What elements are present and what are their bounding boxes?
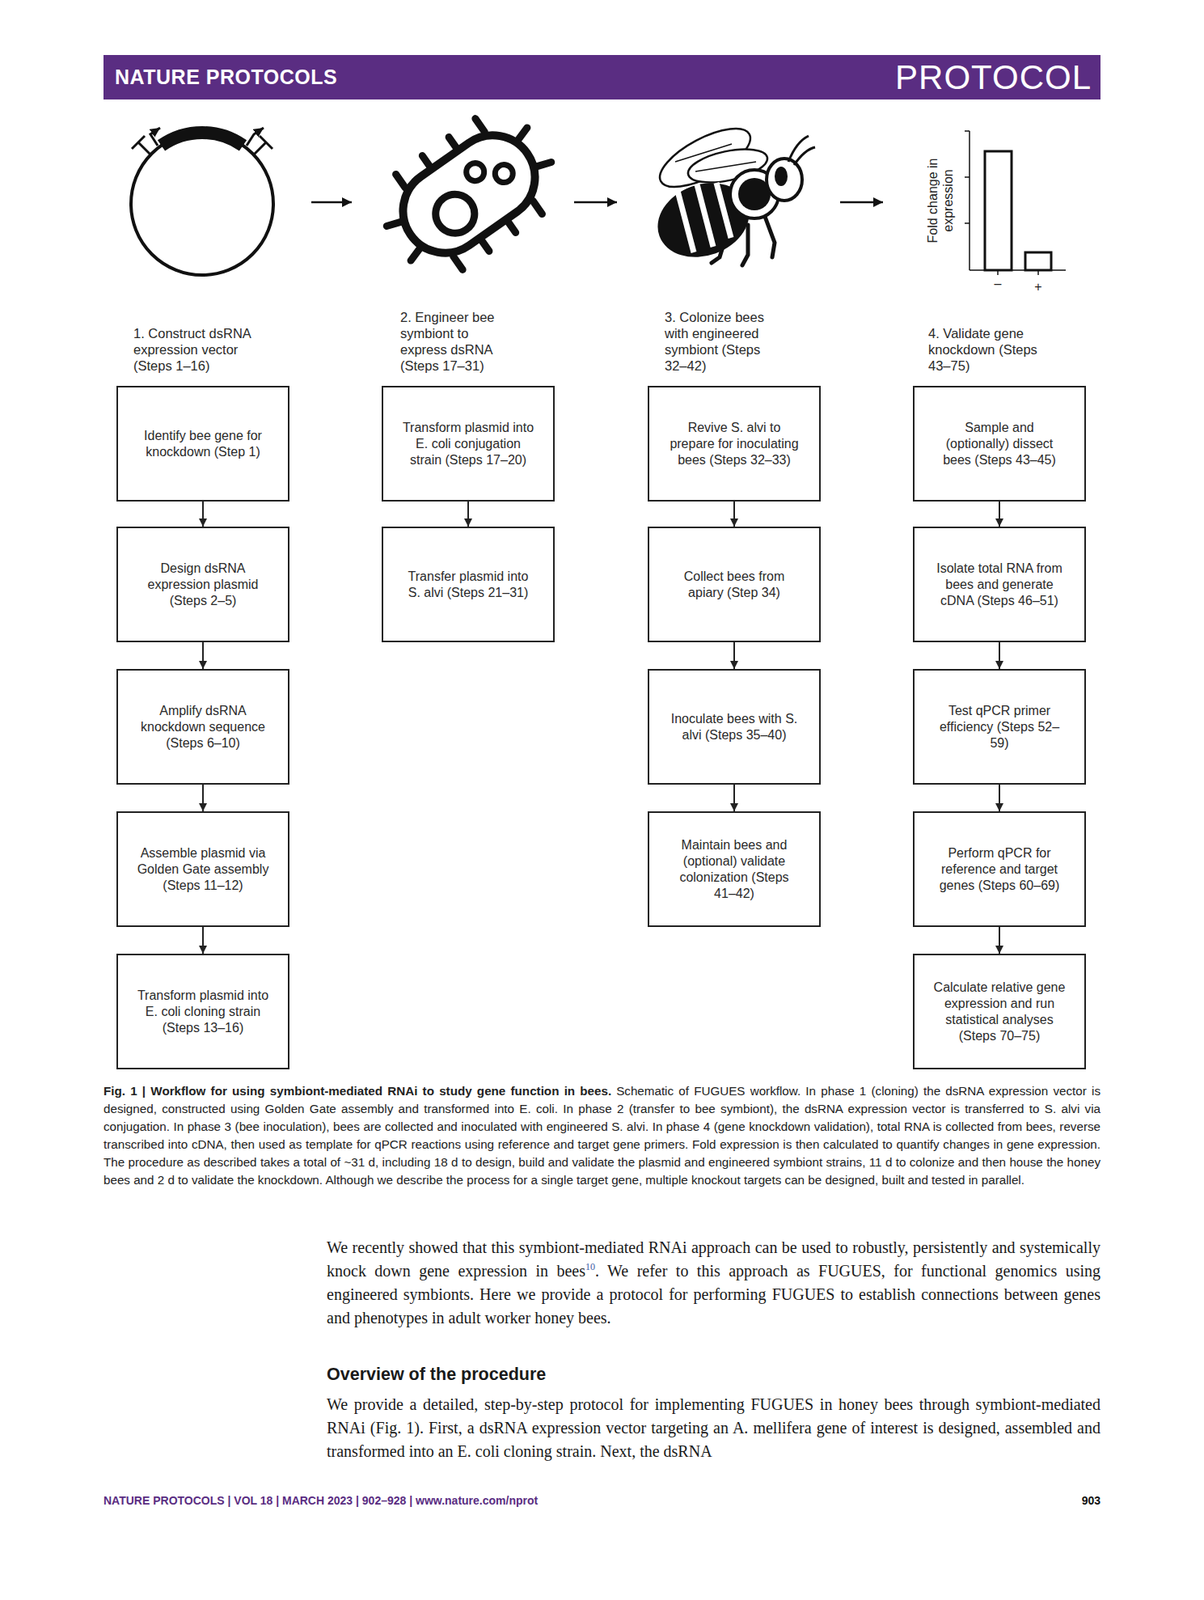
- flow-arrow: [998, 501, 1001, 527]
- tick-label: –: [994, 276, 1002, 292]
- caption-body: Schematic of FUGUES workflow. In phase 1…: [103, 1083, 1101, 1187]
- flow-arrow: [733, 642, 736, 669]
- figure-caption: Fig. 1 | Workflow for using symbiont-med…: [103, 1081, 1101, 1189]
- box-text: Assemble plasmid via Golden Gate assembl…: [135, 844, 271, 894]
- page-footer: NATURE PROTOCOLS | VOL 18 | MARCH 2023 |…: [103, 1492, 538, 1508]
- box-text: Collect bees from apiary (Step 34): [667, 568, 802, 601]
- box-text-group: Test qPCR primer efficiency (Steps 52–59…: [932, 702, 1067, 752]
- box-text-group: Isolate total RNA from bees and generate…: [932, 560, 1067, 609]
- caption-title: Fig. 1 | Workflow for using symbiont-med…: [103, 1083, 612, 1098]
- process-box: Transform plasmid into E. coli cloning s…: [116, 953, 290, 1069]
- column-heading: 4. Validate gene knockdown (Steps 43–75): [928, 325, 1050, 374]
- process-box: Inoculate bees with S. alvi (Steps 35–40…: [647, 668, 821, 785]
- flow-arrow: [998, 926, 1001, 954]
- process-box: Identify bee gene for knockdown (Step 1): [116, 385, 290, 502]
- box-text-group: Collect bees from apiary (Step 34): [667, 568, 802, 601]
- process-box: Sample and (optionally) dissect bees (St…: [912, 385, 1086, 502]
- process-box: Revive S. alvi to prepare for inoculatin…: [647, 385, 821, 502]
- box-text-group: Calculate relative gene expression and r…: [932, 979, 1067, 1044]
- flow-arrow: [202, 926, 204, 954]
- process-box: Transform plasmid into E. coli conjugati…: [381, 385, 555, 502]
- process-box: Design dsRNA expression plasmid (Steps 2…: [116, 526, 290, 643]
- plasmid-icon: [130, 127, 274, 275]
- box-text: Calculate relative gene expression and r…: [932, 979, 1067, 1044]
- box-text-group: Transform plasmid into E. coli cloning s…: [135, 987, 271, 1036]
- process-box: Collect bees from apiary (Step 34): [647, 526, 821, 643]
- box-text-group: Perform qPCR for reference and target ge…: [932, 844, 1067, 894]
- tick-label: +: [1034, 279, 1042, 295]
- box-text-group: Maintain bees and (optional) validate co…: [667, 836, 802, 902]
- box-text: Isolate total RNA from bees and generate…: [932, 560, 1067, 609]
- flow-arrow: [733, 501, 736, 527]
- box-text: Revive S. alvi to prepare for inoculatin…: [667, 419, 802, 469]
- bee-icon: [646, 117, 816, 270]
- process-box: Calculate relative gene expression and r…: [912, 953, 1086, 1069]
- reference-number: 10: [585, 1260, 596, 1272]
- box-text: Transform plasmid into E. coli cloning s…: [135, 987, 271, 1036]
- process-box: Maintain bees and (optional) validate co…: [647, 811, 821, 927]
- bar-chart: [964, 130, 1066, 275]
- process-box: Isolate total RNA from bees and generate…: [912, 526, 1086, 643]
- flow-arrow: [733, 784, 736, 812]
- box-text: Test qPCR primer efficiency (Steps 52–59…: [932, 702, 1067, 752]
- box-text: Perform qPCR for reference and target ge…: [932, 844, 1067, 894]
- process-box: Assemble plasmid via Golden Gate assembl…: [116, 811, 290, 927]
- flow-arrow: [202, 642, 204, 669]
- box-text: Identify bee gene for knockdown (Step 1): [135, 427, 271, 461]
- box-text-group: Amplify dsRNA knockdown sequence (Steps …: [135, 702, 271, 752]
- box-text: Transfer plasmid into S. alvi (Steps 21–…: [401, 568, 536, 601]
- column-heading: 3. Colonize bees with engineered symbion…: [664, 308, 778, 374]
- journal-name: NATURE PROTOCOLS: [114, 63, 338, 91]
- box-text-group: Identify bee gene for knockdown (Step 1): [135, 427, 271, 461]
- column-heading: 1. Construct dsRNA expression vector (St…: [133, 325, 273, 374]
- flow-arrow: [998, 642, 1001, 669]
- flow-arrow: [467, 501, 469, 527]
- box-text: Inoculate bees with S. alvi (Steps 35–40…: [667, 710, 802, 744]
- section-heading: Overview of the procedure: [326, 1363, 546, 1385]
- bacterium-icon: [365, 97, 573, 292]
- axis-label: Fold change in expression: [925, 152, 956, 250]
- box-text-group: Design dsRNA expression plasmid (Steps 2…: [135, 560, 271, 609]
- box-text-group: Inoculate bees with S. alvi (Steps 35–40…: [667, 710, 802, 744]
- box-text: Sample and (optionally) dissect bees (St…: [932, 419, 1067, 469]
- process-box: Test qPCR primer efficiency (Steps 52–59…: [912, 668, 1086, 785]
- box-text-group: Transfer plasmid into S. alvi (Steps 21–…: [401, 568, 536, 601]
- box-text: Transform plasmid into E. coli conjugati…: [401, 419, 536, 469]
- flow-arrow: [202, 501, 204, 527]
- box-text-group: Transform plasmid into E. coli conjugati…: [401, 419, 536, 469]
- process-box: Amplify dsRNA knockdown sequence (Steps …: [116, 668, 290, 785]
- body-paragraph: We provide a detailed, step-by-step prot…: [326, 1392, 1101, 1463]
- box-text: Amplify dsRNA knockdown sequence (Steps …: [135, 702, 271, 752]
- article-type: PROTOCOL: [895, 58, 1092, 98]
- flow-arrow: [202, 784, 204, 812]
- box-text: Maintain bees and (optional) validate co…: [667, 836, 802, 902]
- box-text-group: Assemble plasmid via Golden Gate assembl…: [135, 844, 271, 894]
- process-box: Transfer plasmid into S. alvi (Steps 21–…: [381, 526, 555, 643]
- column-heading: 2. Engineer bee symbiont to express dsRN…: [400, 308, 514, 374]
- body-paragraph: We recently showed that this symbiont-me…: [326, 1235, 1101, 1330]
- box-text-group: Revive S. alvi to prepare for inoculatin…: [667, 419, 802, 469]
- flow-arrow: [998, 784, 1001, 812]
- page-number: 903: [1081, 1492, 1101, 1508]
- box-text: Design dsRNA expression plasmid (Steps 2…: [135, 560, 271, 609]
- box-text-group: Sample and (optionally) dissect bees (St…: [932, 419, 1067, 469]
- process-box: Perform qPCR for reference and target ge…: [912, 811, 1086, 927]
